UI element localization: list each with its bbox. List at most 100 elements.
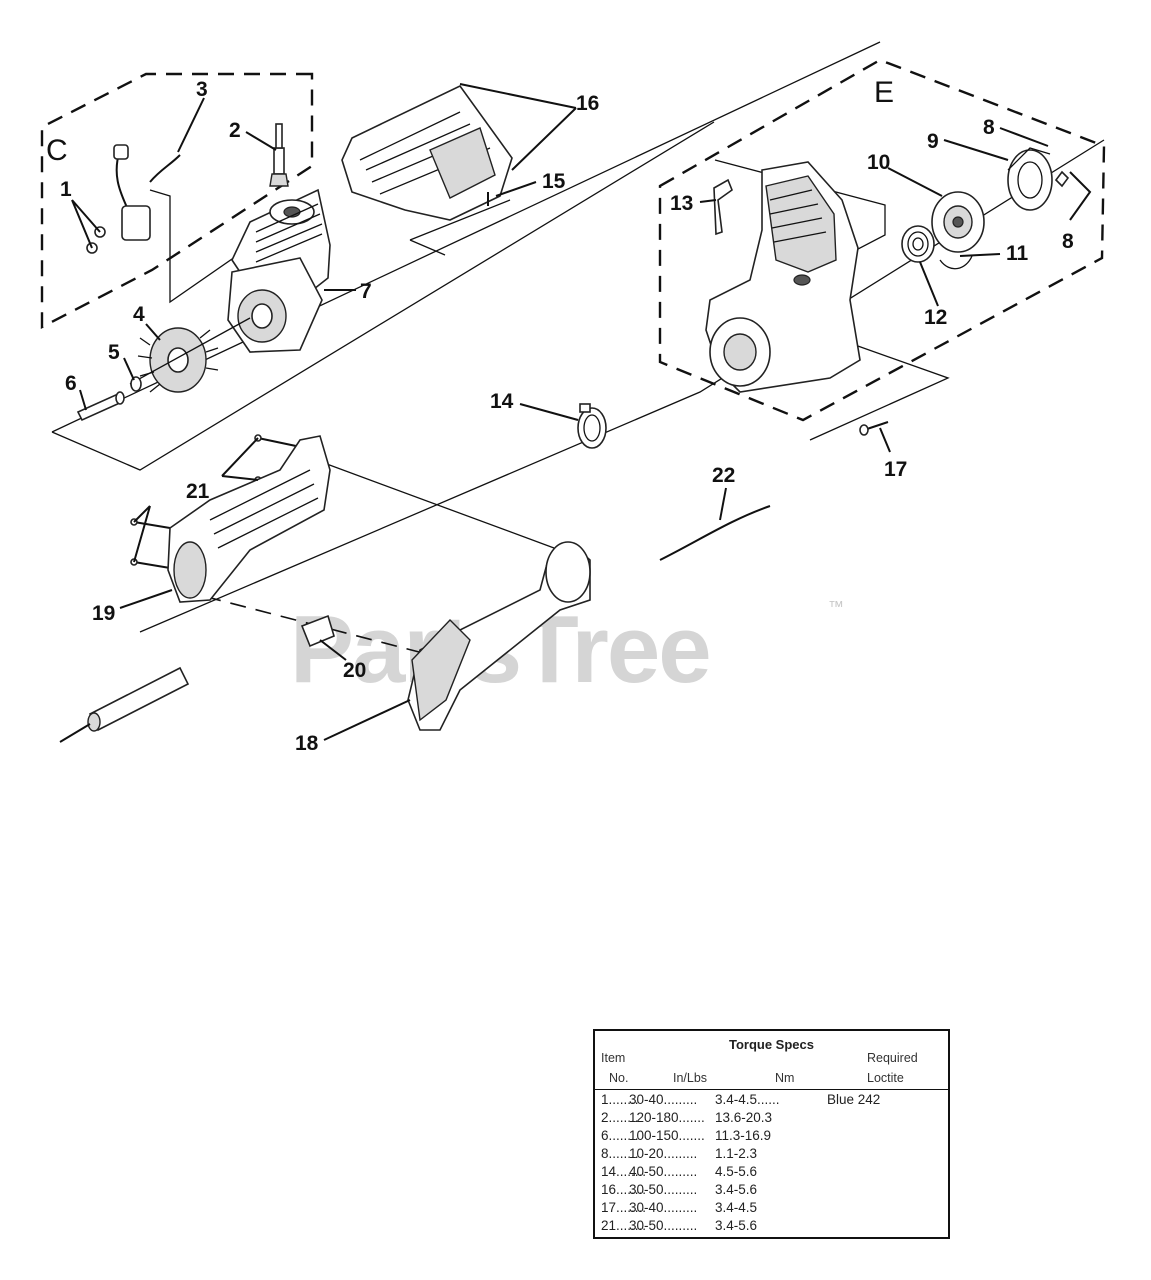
starter-pulley	[931, 191, 985, 253]
assembly-line-cover	[409, 199, 511, 256]
torque-cell-item: 17........	[601, 1200, 647, 1215]
torque-cell-inlb: 30-40.........	[629, 1200, 698, 1215]
callout-11: 11	[1006, 242, 1029, 265]
callout-labels: 1 2 3 4 5 6 7 8 8 9 10 11 12 13 14 15 16…	[60, 78, 1074, 755]
torque-cell-nm: 1.1-2.3	[715, 1146, 758, 1161]
callout-3: 3	[196, 78, 208, 101]
throttle-switch	[300, 614, 335, 648]
group-e-boundary	[658, 58, 1106, 422]
callout-15: 15	[542, 170, 566, 193]
watermark-trademark: ™	[828, 599, 844, 616]
torque-row: 21........30-50......... 3.4-5.6	[601, 1217, 946, 1235]
callout-18: 18	[295, 732, 319, 755]
torque-cell-item: 21........	[601, 1218, 647, 1233]
callout-17: 17	[884, 458, 907, 481]
torque-cell-nm: 3.4-5.6	[715, 1182, 758, 1197]
callout-4: 4	[133, 303, 145, 326]
engine-housing	[705, 161, 861, 393]
torque-cell-nm: 11.3-16.9	[715, 1128, 772, 1143]
header-loctite-bottom: Loctite	[867, 1071, 904, 1085]
group-c-label: C	[46, 134, 68, 167]
torque-cell-lt: Blue 242	[827, 1092, 881, 1107]
drive-shaft-tube	[59, 666, 190, 743]
header-item-top: Item	[601, 1051, 626, 1065]
header-inlbs: In/Lbs	[673, 1071, 708, 1085]
torque-cell-item: 6........	[601, 1128, 639, 1143]
torque-cell-inlb: 100-150.......	[629, 1128, 705, 1143]
callout-20: 20	[343, 659, 366, 682]
pawl-screws	[1054, 170, 1070, 188]
tube-handle	[407, 541, 591, 731]
callout-5: 5	[108, 341, 120, 364]
spark-plug	[269, 123, 289, 187]
torque-cell-item: 14........	[601, 1164, 647, 1179]
torque-cell-item: 2........	[601, 1110, 639, 1125]
header-item-bottom: No.	[609, 1071, 629, 1085]
torque-cell-item: 16........	[601, 1182, 647, 1197]
torque-row: 1........30-40......... 3.4-4.5...... Blue…	[601, 1091, 946, 1109]
torque-cell-nm: 3.4-4.5......	[715, 1092, 780, 1107]
torque-cell-nm: 4.5-5.6	[715, 1164, 758, 1179]
housing-screw-head	[859, 424, 869, 436]
callout-8-lower: 8	[1062, 230, 1074, 253]
torque-row: 17........30-40......... 3.4-4.5	[601, 1199, 946, 1217]
torque-cell-inlb: 120-180.......	[629, 1110, 705, 1125]
flywheel-shaft-line	[129, 317, 251, 385]
starter-rope	[939, 255, 973, 270]
assembly-line-handle	[315, 459, 555, 549]
callout-2: 2	[229, 119, 241, 142]
assembly-line-lower	[51, 121, 715, 471]
handle-housing	[167, 435, 331, 603]
torque-row: 6........100-150....... 11.3-16.9	[601, 1127, 946, 1145]
throttle-cable	[659, 505, 771, 561]
torque-cell-inlb: 10-20.........	[629, 1146, 698, 1161]
torque-cell-inlb: 30-50.........	[629, 1218, 698, 1233]
callout-21: 21	[186, 480, 210, 503]
washer	[130, 376, 142, 392]
header-nm: Nm	[775, 1071, 795, 1085]
torque-cell-inlb: 30-40.........	[629, 1092, 698, 1107]
drive-adapter	[76, 391, 125, 422]
flywheel	[137, 327, 219, 393]
housing-bracket	[713, 178, 733, 236]
ignition-module	[86, 205, 151, 254]
callout-10: 10	[867, 151, 890, 174]
assembly-line-housing-lower	[809, 344, 950, 441]
header-loctite-top: Required	[867, 1051, 918, 1065]
callout-9: 9	[927, 130, 939, 153]
callout-14: 14	[490, 390, 514, 413]
torque-specs-table: Torque Specs Item No. In/Lbs Nm Required…	[593, 1029, 950, 1239]
torque-cell-item: 1........	[601, 1092, 639, 1107]
recoil-spring	[901, 225, 935, 263]
torque-row: 16........30-50.........3.4-5.6	[601, 1181, 946, 1199]
callout-19: 19	[92, 602, 115, 625]
torque-cell-inlb: 40-50.........	[629, 1164, 698, 1179]
engine-block	[227, 188, 331, 353]
torque-table-title: Torque Specs	[728, 1037, 814, 1052]
shroud-cover	[341, 84, 513, 221]
starter-cup	[1007, 147, 1053, 211]
callout-22: 22	[712, 464, 735, 487]
torque-table-rows: 1........30-40.........3.4-4.5......Blue…	[601, 1091, 946, 1235]
group-e-label: E	[874, 76, 894, 109]
callout-13: 13	[670, 192, 693, 215]
torque-table-rule	[595, 1089, 948, 1090]
torque-cell-nm: 3.4-4.5	[715, 1200, 758, 1215]
ignition-line	[149, 189, 246, 304]
torque-cell-item: 8........	[601, 1146, 639, 1161]
torque-row: 8........10-20......... 1.1-2.3	[601, 1145, 946, 1163]
torque-cell-nm: 13.6-20.3	[715, 1110, 773, 1125]
callout-6: 6	[65, 372, 77, 395]
torque-row: 14........40-50......... 4.5-5.6	[601, 1163, 946, 1181]
torque-cell-nm: 3.4-5.6	[715, 1218, 758, 1233]
callout-16: 16	[576, 92, 599, 115]
torque-row: 2........120-180....... 13.6-20.3	[601, 1109, 946, 1127]
leader-lines	[71, 83, 1092, 741]
callout-1: 1	[60, 178, 72, 201]
callout-12: 12	[924, 306, 947, 329]
callout-8-upper: 8	[983, 116, 995, 139]
callout-7: 7	[360, 280, 372, 303]
group-c-boundary	[40, 72, 314, 329]
hose-clamp	[577, 403, 607, 449]
